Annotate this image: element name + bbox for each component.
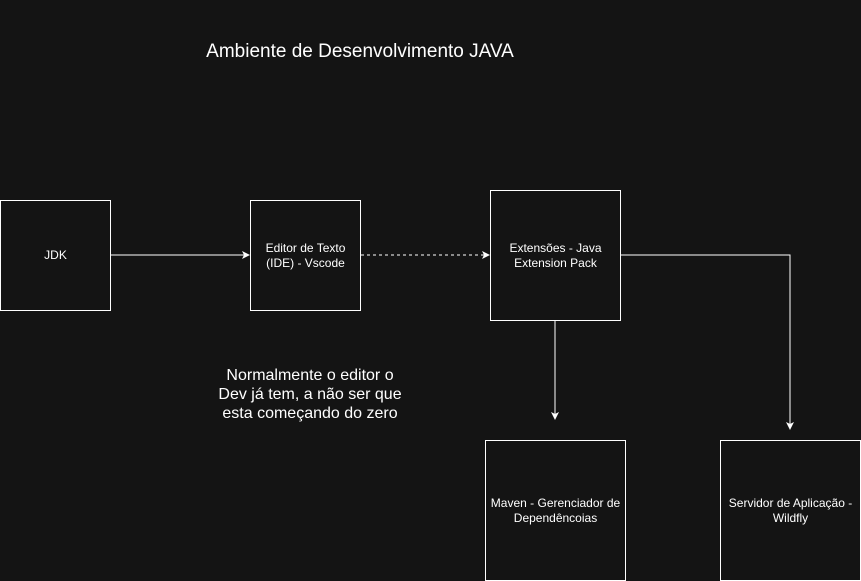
annotation-note: Normalmente o editor o Dev já tem, a não…	[218, 367, 402, 422]
diagram-title: Ambiente de Desenvolvimento JAVA	[206, 41, 514, 62]
node-maven[interactable]: Maven - Gerenciador de Dependêncoias	[485, 440, 626, 581]
node-editor[interactable]: Editor de Texto (IDE) - Vscode	[250, 200, 361, 311]
node-server[interactable]: Servidor de Aplicação - Wildfly	[720, 440, 861, 581]
node-extensions[interactable]: Extensões - Java Extension Pack	[490, 190, 621, 321]
node-jdk[interactable]: JDK	[0, 200, 111, 311]
edge-extensions-to-server	[621, 254, 794, 430]
